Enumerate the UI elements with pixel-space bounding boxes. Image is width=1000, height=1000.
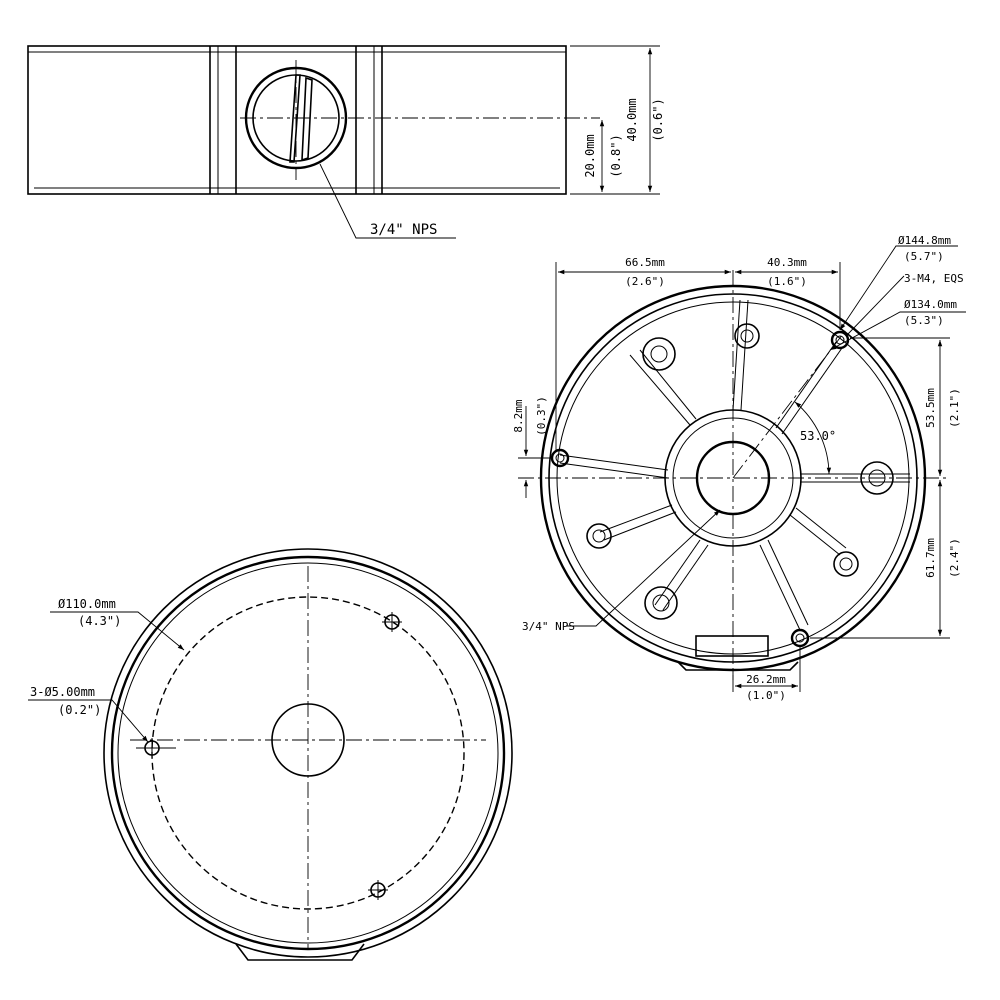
top-angle-line — [732, 329, 847, 479]
offset-mm: 8.2mm — [512, 399, 525, 432]
screws-label: 3-M4, EQS — [904, 272, 964, 285]
top-spokes — [559, 299, 910, 631]
angle-label: 53.0° — [800, 429, 836, 443]
top-boss — [644, 586, 678, 620]
dia-outer-in: (5.7") — [904, 250, 944, 263]
bottom-mount-hole — [136, 738, 176, 758]
width-left-in: (2.6") — [625, 275, 665, 288]
bottom-rim — [110, 555, 506, 951]
top-notch — [695, 635, 769, 657]
bottom-tab — [235, 943, 365, 961]
top-screw-hole — [550, 448, 570, 468]
dia-outer-mm: Ø144.8mm — [898, 234, 951, 247]
bottom-mount-hole — [382, 612, 402, 632]
bottom-in: (1.0") — [746, 689, 786, 702]
holes-mm: 3-Ø5.00mm — [30, 685, 95, 699]
height-in: (0.6") — [651, 98, 665, 141]
bottom-mm: 26.2mm — [746, 673, 786, 686]
top-thread-label: 3/4" NPS — [522, 620, 575, 633]
offset-in: (0.3") — [535, 396, 548, 436]
top-boss — [642, 337, 676, 371]
center-mm: 20.0mm — [583, 134, 597, 177]
top-boss — [586, 523, 612, 549]
top-boss — [833, 551, 859, 577]
holes-in: (0.2") — [58, 703, 101, 717]
bolt-circle — [151, 596, 465, 910]
height-mm: 40.0mm — [625, 98, 639, 141]
side-view: 3/4" NPS 40.0mm (0.6") 20.0mm (0.8") — [27, 45, 665, 239]
center-in: (0.8") — [609, 134, 623, 177]
side-thread-label: 3/4" NPS — [370, 222, 437, 238]
width-right-mm: 40.3mm — [767, 256, 807, 269]
bottom-outer-rim — [103, 548, 513, 958]
screws-leader — [847, 275, 905, 335]
bolt-circle-mm: Ø110.0mm — [58, 597, 116, 611]
holes-leader — [28, 699, 149, 743]
height-down-mm: 61.7mm — [924, 538, 937, 578]
width-right-in: (1.6") — [767, 275, 807, 288]
height-down-in: (2.4") — [948, 538, 961, 578]
top-bottom-tab — [677, 661, 799, 671]
width-left-mm: 66.5mm — [625, 256, 665, 269]
side-body-outline — [27, 45, 567, 195]
bottom-mount-hole — [368, 880, 388, 900]
top-view: 53.0° 66.5mm (2.6") 40.3mm (1.6") Ø144.8… — [512, 234, 966, 702]
height-up-mm: 53.5mm — [924, 388, 937, 428]
side-thread-leader — [319, 163, 456, 239]
bolt-circle-leader — [50, 611, 185, 651]
bottom-view: Ø110.0mm (4.3") 3-Ø5.00mm (0.2") — [28, 548, 513, 961]
dia-inner-leader — [829, 311, 966, 351]
top-thread-leader — [566, 509, 721, 627]
bolt-circle-in: (4.3") — [78, 614, 121, 628]
height-up-in: (2.1") — [948, 388, 961, 428]
dia-outer-leader — [839, 245, 958, 331]
top-boss — [734, 323, 760, 349]
side-thread-mark — [289, 74, 301, 163]
angle-arc — [794, 401, 832, 475]
bottom-rim-inner — [117, 562, 499, 944]
side-thread-mark — [301, 76, 313, 162]
dia-inner-mm: Ø134.0mm — [904, 298, 957, 311]
dia-inner-in: (5.3") — [904, 314, 944, 327]
